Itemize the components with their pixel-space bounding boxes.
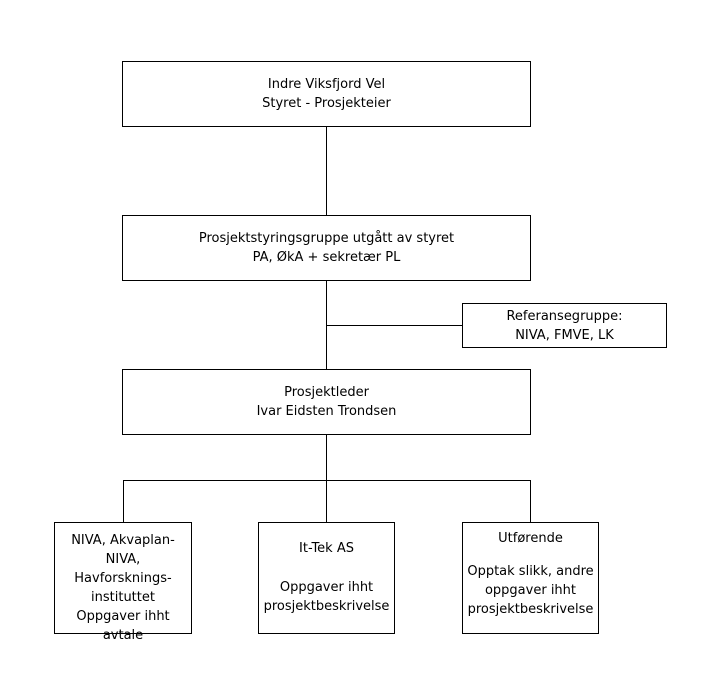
reference-group-title: Referansegruppe: xyxy=(506,308,623,324)
niva-line-1: NIVA, Akvaplan- xyxy=(71,533,175,548)
niva-box: NIVA, Akvaplan- NIVA, Havforsknings- ins… xyxy=(54,522,192,643)
project-leader-title: Prosjektleder xyxy=(284,385,369,400)
executor-tasks-line-1: Opptak slikk, andre xyxy=(467,564,594,579)
ittek-tasks-line-2: prosjektbeskrivelse xyxy=(263,599,390,614)
connector-to-ittek xyxy=(326,480,327,523)
niva-tasks: Oppgaver ihht avtale xyxy=(76,609,170,643)
reference-group-members: NIVA, FMVE, LK xyxy=(515,327,614,343)
executor-box: Utførende Opptak slikk, andre oppgaver i… xyxy=(462,522,599,634)
owner-box: Indre Viksfjord Vel Styret - Prosjekteie… xyxy=(122,61,531,127)
project-leader-name: Ivar Eidsten Trondsen xyxy=(256,404,397,419)
steering-group-members: PA, ØkA + sekretær PL xyxy=(252,250,401,265)
niva-line-3: instituttet xyxy=(91,590,155,605)
connector-reference-branch xyxy=(326,325,463,326)
connector-to-executor xyxy=(530,480,531,523)
connector-leader-down xyxy=(326,434,327,480)
executor-title: Utførende xyxy=(498,531,563,546)
reference-group-box: Referansegruppe: NIVA, FMVE, LK xyxy=(462,303,667,348)
niva-line-2: NIVA, Havforsknings- xyxy=(74,552,172,586)
steering-group-box: Prosjektstyringsgruppe utgått av styret … xyxy=(122,215,531,281)
connector-owner-steering xyxy=(326,126,327,216)
steering-group-title: Prosjektstyringsgruppe utgått av styret xyxy=(198,231,455,246)
executor-tasks-line-3: prosjektbeskrivelse xyxy=(467,602,594,617)
ittek-name: It-Tek AS xyxy=(299,541,354,556)
ittek-tasks-line-1: Oppgaver ihht xyxy=(279,580,374,595)
executor-tasks-line-2: oppgaver ihht xyxy=(484,583,577,598)
project-leader-box: Prosjektleder Ivar Eidsten Trondsen xyxy=(122,369,531,435)
owner-role: Styret - Prosjekteier xyxy=(262,96,391,111)
owner-name: Indre Viksfjord Vel xyxy=(267,77,386,92)
ittek-box: It-Tek AS Oppgaver ihht prosjektbeskrive… xyxy=(258,522,395,634)
connector-to-niva xyxy=(123,480,124,523)
